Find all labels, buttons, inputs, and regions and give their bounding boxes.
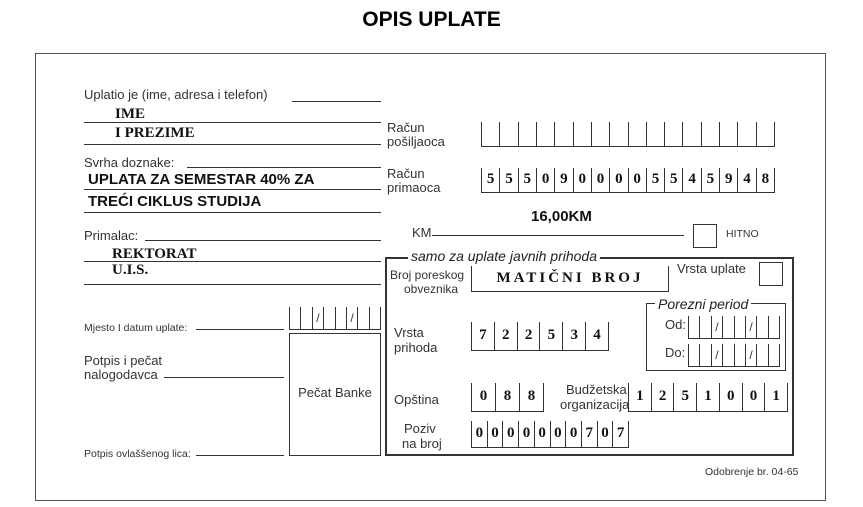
payer-line-2 <box>84 122 381 123</box>
period-from-field[interactable]: // <box>688 316 780 339</box>
approval-number: Odobrenje br. 04-65 <box>705 466 799 478</box>
purpose-text-2[interactable]: TREĆI CIKLUS STUDIJA <box>88 193 262 210</box>
tax-payer-label-1: Broj poreskog <box>390 268 465 282</box>
place-date-field[interactable]: // <box>289 307 381 330</box>
payer-name[interactable]: IME <box>115 106 145 122</box>
purpose-line-3 <box>84 212 381 213</box>
recipient-line-2 <box>84 261 381 262</box>
reference-label-1: Poziv <box>404 421 436 436</box>
tax-payer-label-2: obveznika <box>404 282 459 296</box>
period-to-field[interactable]: // <box>688 344 780 367</box>
signature-payer-line <box>164 377 284 378</box>
amount-label: KM <box>412 225 432 240</box>
sender-account-label-1: Račun <box>387 120 425 135</box>
form-title: OPIS UPLATE <box>362 8 501 31</box>
purpose-text-1[interactable]: UPLATA ZA SEMESTAR 40% ZA <box>88 171 315 188</box>
sender-account-label-2: pošiljaoca <box>387 134 445 149</box>
revenue-type-label-2: prihoda <box>394 340 438 355</box>
bank-stamp-label: Pečat Banke <box>298 385 372 400</box>
revenue-type-label-1: Vrsta <box>394 325 424 340</box>
urgent-checkbox[interactable] <box>693 224 717 248</box>
signature-authorized-line <box>196 455 284 456</box>
payment-slip-frame <box>35 53 826 501</box>
recipient-org[interactable]: U.I.S. <box>112 262 149 278</box>
payer-line-3 <box>84 144 381 145</box>
payment-type-label: Vrsta uplate <box>677 261 746 276</box>
recipient-line-3 <box>84 284 381 285</box>
tax-payer-field[interactable]: MATIČNI BROJ <box>471 266 669 292</box>
reference-label-2: na broj <box>402 436 442 451</box>
amount-value[interactable]: 16,00KM <box>531 208 592 225</box>
budget-org-label-1: Budžetska <box>566 382 627 397</box>
payer-line <box>292 101 381 102</box>
amount-line <box>432 235 684 236</box>
recipient-line-1 <box>145 240 381 241</box>
period-from-label: Od: <box>665 317 686 332</box>
signature-authorized-label: Potpis ovlaššenog lica: <box>84 448 191 460</box>
purpose-label: Svrha doznake: <box>84 155 175 170</box>
place-line <box>196 329 284 330</box>
tax-period-legend: Porezni period <box>655 296 752 312</box>
payment-type-box[interactable] <box>759 262 783 286</box>
purpose-line-2 <box>84 189 381 190</box>
recipient-label: Primalac: <box>84 228 139 243</box>
budget-org-label-2: organizacija <box>560 397 630 412</box>
recipient-account-label-2: primaoca <box>387 180 441 195</box>
recipient-account-label-1: Račun <box>387 166 425 181</box>
signature-payer-label-1: Potpis i pečat <box>84 353 163 368</box>
recipient-name[interactable]: REKTORAT <box>112 246 197 262</box>
place-date-label: Mjesto I datum uplate: <box>84 322 188 334</box>
urgent-label: HITNO <box>726 228 759 240</box>
bank-stamp-box <box>289 333 381 456</box>
municipality-label: Opština <box>394 392 439 407</box>
payer-label: Uplatio je (ime, adresa i telefon) <box>84 87 268 102</box>
public-revenue-legend: samo za uplate javnih prihoda <box>408 248 601 264</box>
sender-account-field[interactable] <box>481 122 775 147</box>
signature-payer-label-2: nalogodavca <box>84 367 158 382</box>
tax-payer-value: MATIČNI BROJ <box>496 270 644 286</box>
purpose-line-1 <box>187 167 381 168</box>
payer-surname[interactable]: I PREZIME <box>115 125 195 141</box>
period-to-label: Do: <box>665 345 686 360</box>
